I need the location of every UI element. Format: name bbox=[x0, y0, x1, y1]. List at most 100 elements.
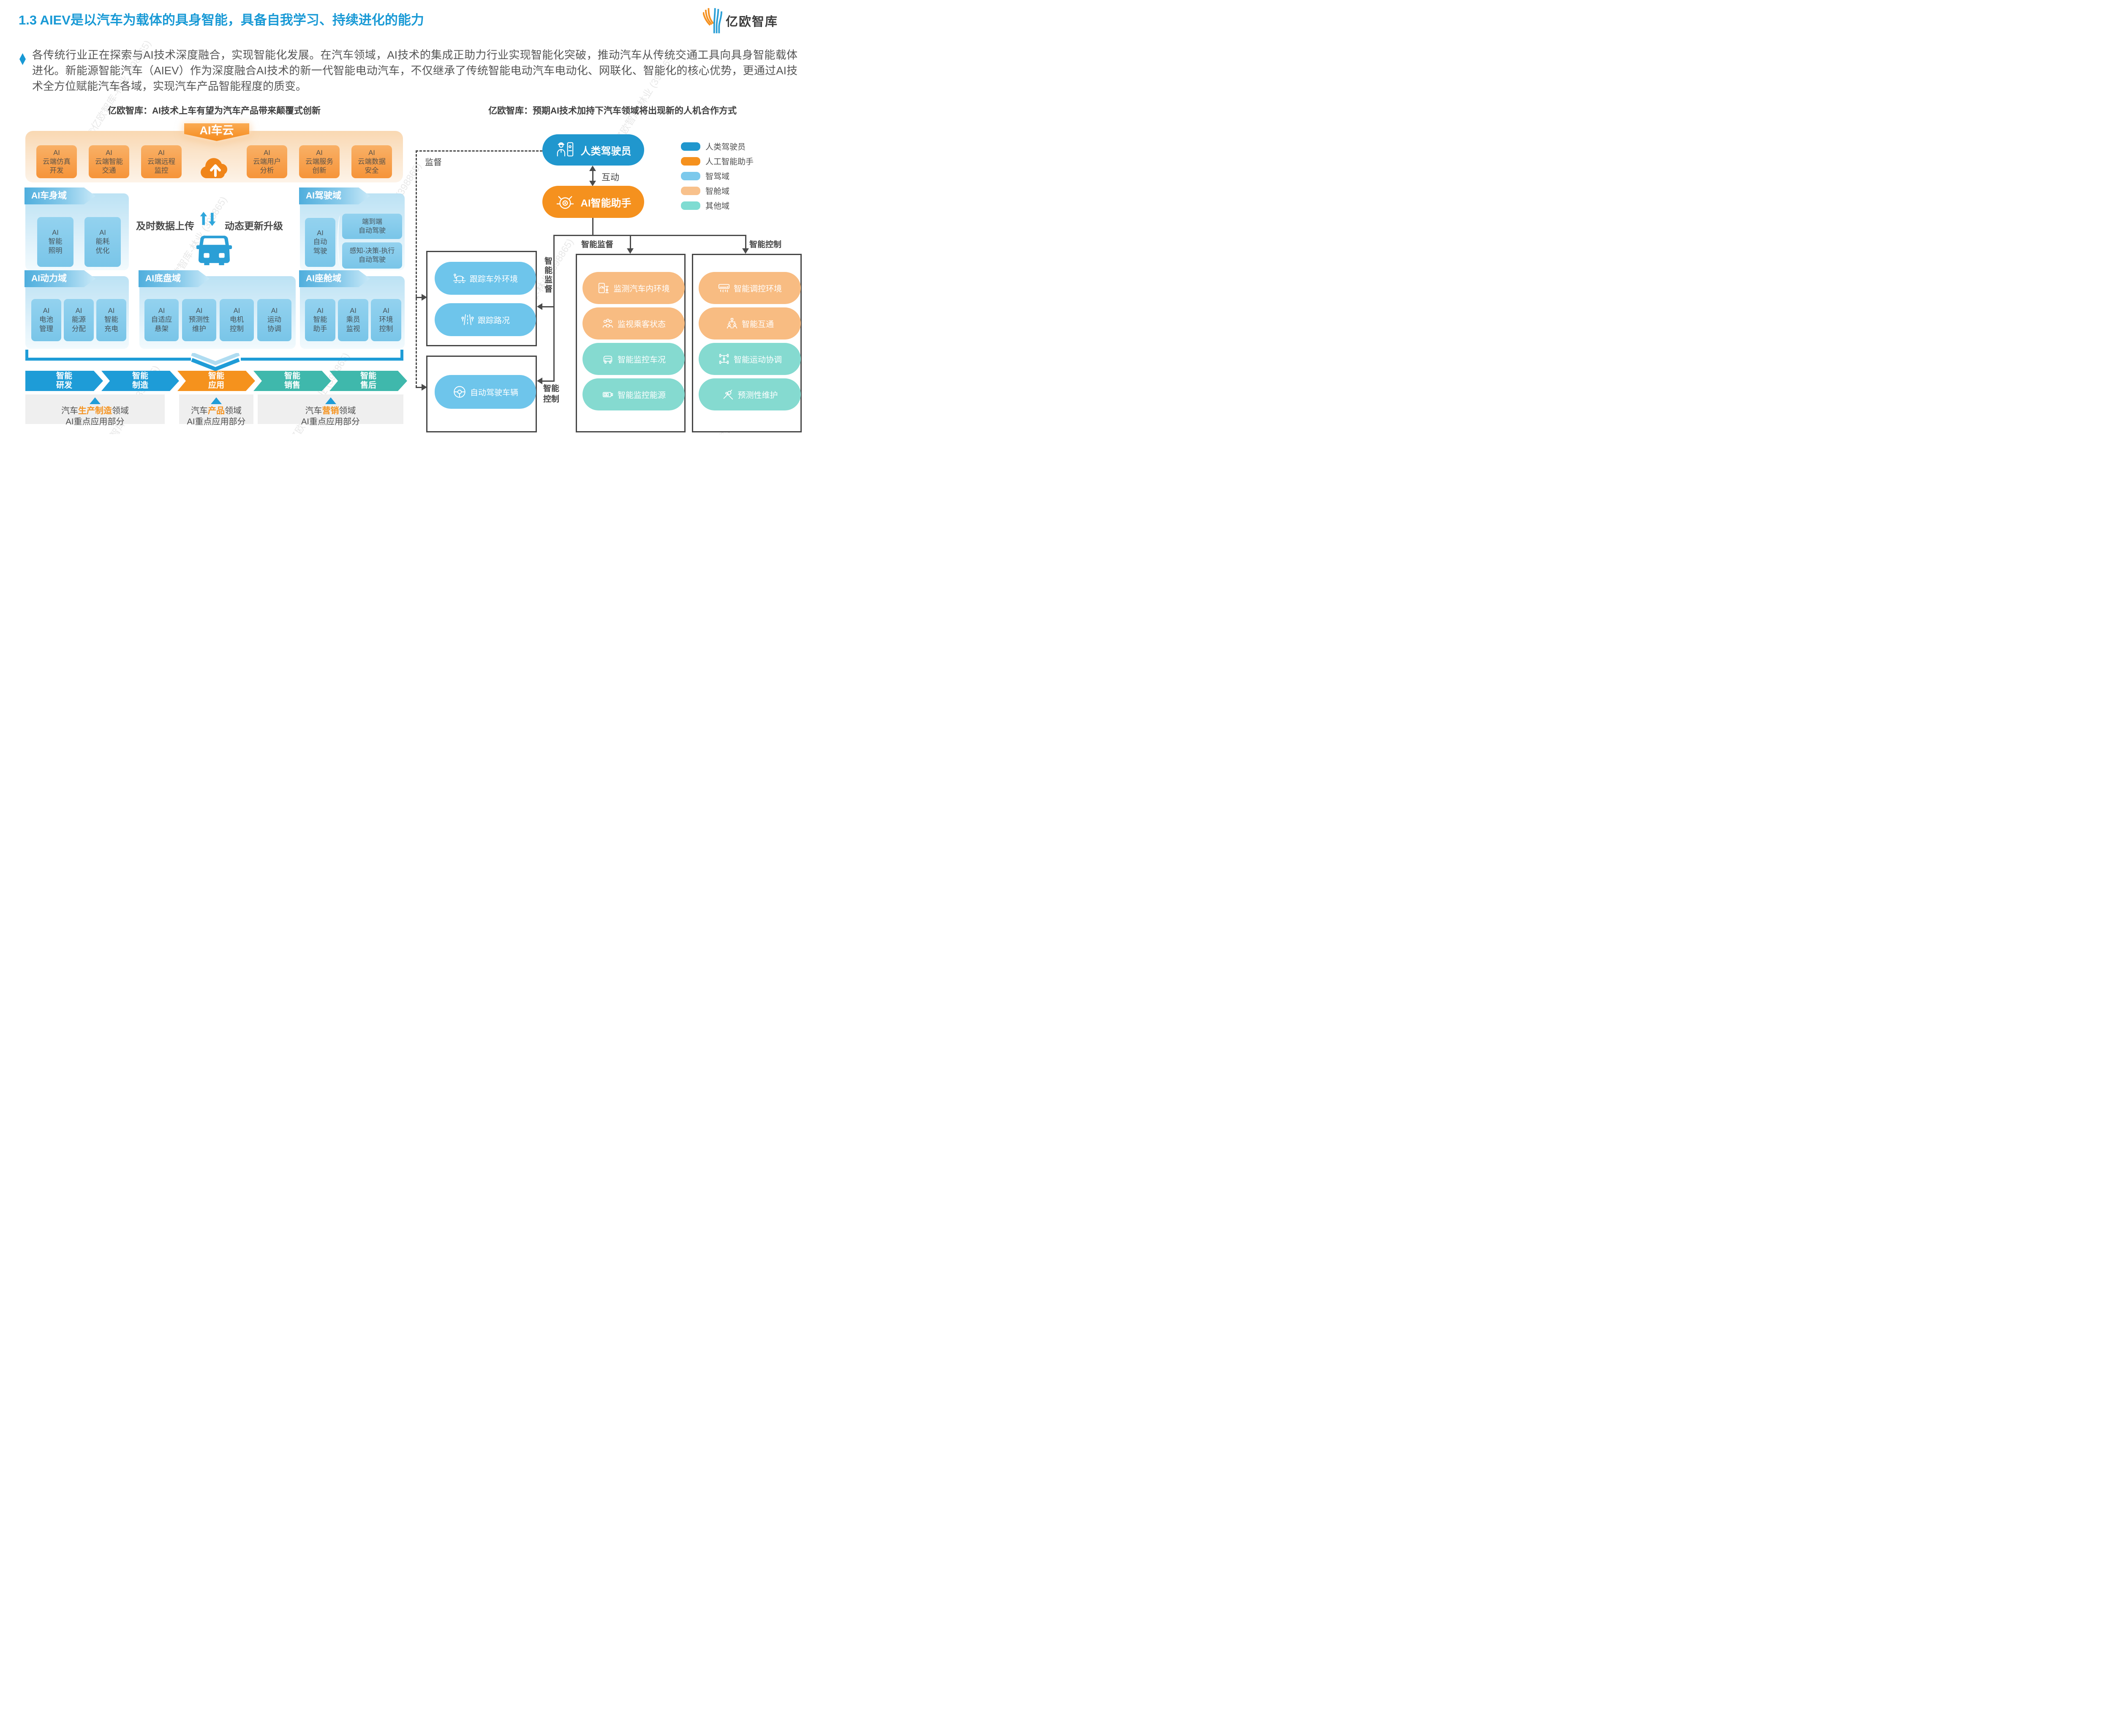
car-front-icon bbox=[603, 356, 612, 364]
cloud-box-line: 云端智能 bbox=[95, 158, 123, 166]
ai-assistant-node: AI智能助手 bbox=[542, 186, 644, 218]
assistant-label: AI智能助手 bbox=[580, 197, 631, 209]
bracket-right bbox=[400, 350, 403, 361]
domain-box-line: AI bbox=[108, 307, 115, 315]
upgrade-label: 动态更新升级 bbox=[225, 220, 283, 231]
arrowhead bbox=[537, 378, 542, 384]
domain-box: AI 智能 充电 bbox=[96, 299, 126, 341]
focus-box: 汽车生产制造领域 AI重点应用部分 bbox=[25, 394, 165, 427]
cloud-box-line: 云端仿真 bbox=[43, 158, 71, 166]
cloud-box-line: AI bbox=[158, 149, 165, 157]
line bbox=[553, 235, 555, 382]
upload-label: 及时数据上传 bbox=[136, 220, 194, 231]
domain-box-line: 电机 bbox=[230, 316, 244, 324]
legend-swatch bbox=[681, 201, 700, 210]
pill-label: 智能监控车况 bbox=[617, 355, 666, 364]
intro-paragraph: 各传统行业正在探索与AI技术深度融合，实现智能化发展。在汽车领域，AI技术的集成… bbox=[32, 49, 797, 92]
legend-label: 其他域 bbox=[705, 202, 730, 211]
body-domain-banner: AI车身域 bbox=[24, 187, 95, 204]
domain-box-line: 照明 bbox=[48, 247, 63, 255]
arrowhead bbox=[627, 248, 634, 254]
arrow-line: 智能 bbox=[132, 372, 148, 380]
legend-label: 人类驾驶员 bbox=[705, 143, 746, 152]
supervise-dashed-line bbox=[416, 150, 417, 388]
pill-monitor-vehicle: 智能监控车况 bbox=[582, 343, 685, 375]
domain-box-line: 维护 bbox=[192, 325, 206, 333]
pill-interconnect: 智能互通 bbox=[699, 307, 801, 340]
focus-line2: AI重点应用部分 bbox=[65, 417, 125, 427]
passengers-icon bbox=[602, 318, 613, 328]
process-arrow: 智能售后 bbox=[329, 371, 407, 391]
focus-box: 汽车营销领域 AI重点应用部分 bbox=[258, 394, 403, 427]
driving-domain-banner: AI驾驶域 bbox=[299, 187, 370, 204]
car-icon bbox=[196, 236, 232, 265]
domain-box-line: AI bbox=[75, 307, 82, 315]
arrow-line: 智能 bbox=[284, 372, 300, 380]
domain-box: 感知-决策-执行 自动驾驶 bbox=[342, 242, 402, 269]
domain-box-line: 智能 bbox=[313, 316, 327, 324]
ai-cloud-banner-wrap: AI车云 bbox=[184, 123, 249, 141]
line bbox=[416, 297, 422, 298]
process-arrow: 智能销售 bbox=[253, 371, 331, 391]
cloud-box-line: 监控 bbox=[154, 166, 169, 174]
human-driver-node: 人类驾驶员 bbox=[542, 134, 644, 166]
domain-box-line: AI bbox=[99, 228, 106, 236]
domain-box: AI 预测性 维护 bbox=[182, 299, 216, 341]
focus-highlight: 生产制造 bbox=[78, 406, 112, 416]
domain-box-line: 感知-决策-执行 bbox=[349, 247, 395, 255]
focus-prefix: 汽车 bbox=[305, 406, 322, 416]
legend-swatch bbox=[681, 157, 700, 166]
focus-line2: AI重点应用部分 bbox=[301, 417, 360, 427]
domain-box-line: 自适应 bbox=[151, 316, 172, 324]
domain-box-line: 预测性 bbox=[188, 316, 210, 324]
pill-control-env: 智能调控环境 bbox=[699, 272, 801, 304]
pill-motion-coordination: 智能运动协调 bbox=[699, 343, 801, 375]
domain-box-line: 管理 bbox=[39, 325, 53, 333]
pill-label: 预测性维护 bbox=[738, 391, 778, 400]
triangle-up-icon bbox=[211, 397, 222, 404]
focus-suffix: 领域 bbox=[225, 406, 242, 416]
cloud-box-line: 分析 bbox=[260, 166, 274, 174]
pill-label: 智能互通 bbox=[741, 320, 774, 329]
up-down-arrows-icon bbox=[200, 212, 216, 226]
focus-line2: AI重点应用部分 bbox=[187, 417, 246, 427]
domain-box: AI 自适应 悬架 bbox=[144, 299, 179, 341]
legend-item: 智舱域 bbox=[681, 185, 729, 196]
cloud-box-line: AI bbox=[316, 149, 323, 157]
focus-prefix: 汽车 bbox=[191, 406, 208, 416]
domain-box-line: 乘员 bbox=[346, 316, 360, 324]
arrow-line: 应用 bbox=[208, 381, 224, 390]
pill-label: 智能运动协调 bbox=[733, 355, 782, 364]
domain-box-line: 协调 bbox=[267, 325, 281, 333]
cloud-box: AI 云端远程 监控 bbox=[141, 145, 182, 178]
domain-box-line: 优化 bbox=[95, 247, 110, 255]
domain-box-line: AI bbox=[350, 307, 357, 315]
driver-label: 人类驾驶员 bbox=[580, 145, 631, 157]
cloud-box-line: 云端用户 bbox=[253, 158, 281, 166]
legend-label: 智舱域 bbox=[705, 187, 730, 196]
arrow-line: 售后 bbox=[360, 381, 376, 390]
steering-wheel-icon bbox=[454, 386, 465, 398]
domain-box: AI 环境 控制 bbox=[371, 299, 401, 341]
domain-box-line: 悬架 bbox=[155, 325, 169, 333]
road-environment-icon bbox=[453, 274, 466, 283]
domain-box: AI 能源 分配 bbox=[64, 299, 94, 341]
supervise-dashed-line bbox=[416, 150, 542, 152]
domain-box-line: AI bbox=[52, 228, 59, 236]
domain-box-line: 电池 bbox=[39, 316, 53, 324]
arrow-line: 制造 bbox=[132, 381, 148, 390]
domain-box-line: 能耗 bbox=[95, 238, 110, 246]
domain-box-line: 助手 bbox=[313, 325, 327, 333]
pill-label: 监测汽车内环境 bbox=[613, 284, 670, 293]
bracket-left bbox=[25, 350, 28, 361]
legend-item: 人工智能助手 bbox=[681, 155, 754, 167]
slide: ©亿欧智库-林业 (398865) ©亿欧智库-林业 (398865) ©亿欧智… bbox=[0, 0, 811, 434]
arrowhead bbox=[589, 166, 596, 171]
smart-supervision-vertical-label: 智能监督 bbox=[543, 257, 552, 294]
domain-box-line: 自动 bbox=[313, 238, 327, 246]
pill-track-traffic: 跟踪路况 bbox=[435, 303, 536, 336]
line bbox=[416, 387, 422, 388]
legend-swatch bbox=[681, 142, 700, 151]
process-arrow: 智能制造 bbox=[101, 371, 179, 391]
line bbox=[630, 235, 631, 250]
